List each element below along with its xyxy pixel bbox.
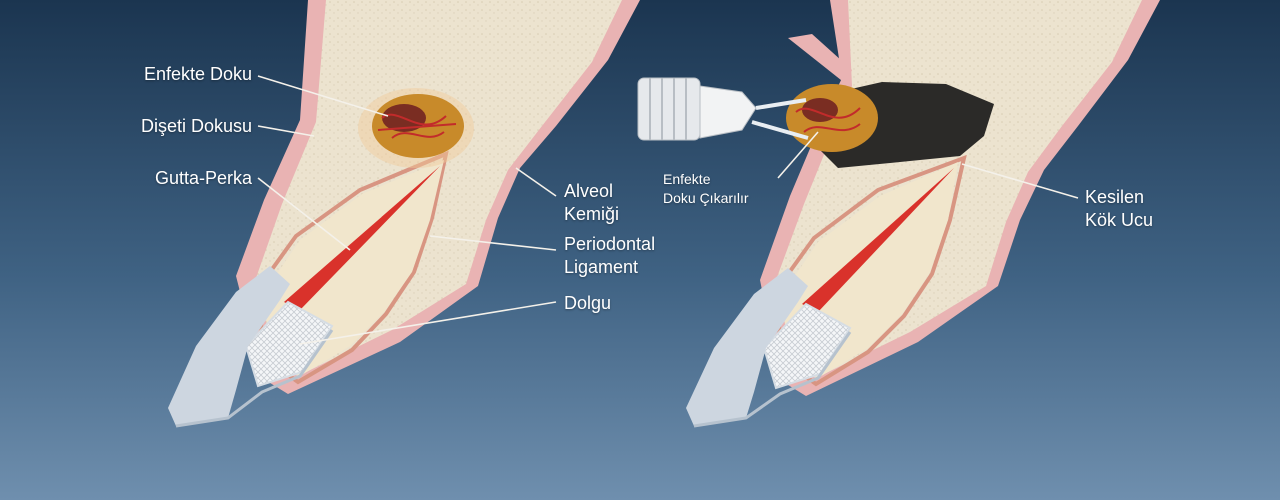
leader-lines: [257, 75, 1079, 345]
periodontal-ligament-left: [257, 150, 449, 385]
infected-tissue-left: [358, 88, 474, 168]
leader-removal: [777, 131, 819, 179]
cortical-flap: [788, 34, 852, 84]
leader-gutta-percha: [257, 177, 351, 251]
crown-right: [686, 268, 808, 426]
label-resected-root-line2: Kök Ucu: [1085, 210, 1154, 230]
label-periodontal-line2: Ligament: [564, 257, 639, 277]
leader-periodontal: [429, 235, 557, 251]
leader-resected-root: [961, 163, 1079, 199]
gutta-percha-left: [284, 166, 440, 310]
label-removal-line2: Doku Çıkarılır: [663, 190, 749, 206]
gutta-percha-right: [802, 168, 954, 312]
label-gum-tissue: Dişeti Dokusu: [140, 116, 252, 136]
left-scene: [168, 0, 640, 428]
label-resected-root-line1: Kesilen: [1085, 187, 1145, 207]
removed-infected-tissue: [786, 84, 878, 152]
leader-alveolar-bone: [515, 167, 557, 197]
leader-infected-tissue: [257, 75, 389, 117]
leader-filling: [299, 301, 557, 345]
crown-left: [168, 266, 290, 426]
surgical-instrument: [637, 77, 809, 141]
periodontal-ligament-right: [775, 154, 967, 387]
right-scene: [637, 0, 1160, 428]
label-filling: Dolgu: [564, 293, 612, 313]
label-alveolar-bone-line2: Kemiği: [564, 204, 620, 224]
label-infected-tissue: Enfekte Doku: [143, 64, 252, 84]
label-alveolar-bone-line1: Alveol: [564, 181, 614, 201]
label-periodontal-line1: Periodontal: [564, 234, 656, 254]
leader-gum-tissue: [257, 125, 315, 137]
label-gutta-percha: Gutta-Perka: [154, 168, 252, 188]
label-removal-line1: Enfekte: [663, 171, 711, 187]
